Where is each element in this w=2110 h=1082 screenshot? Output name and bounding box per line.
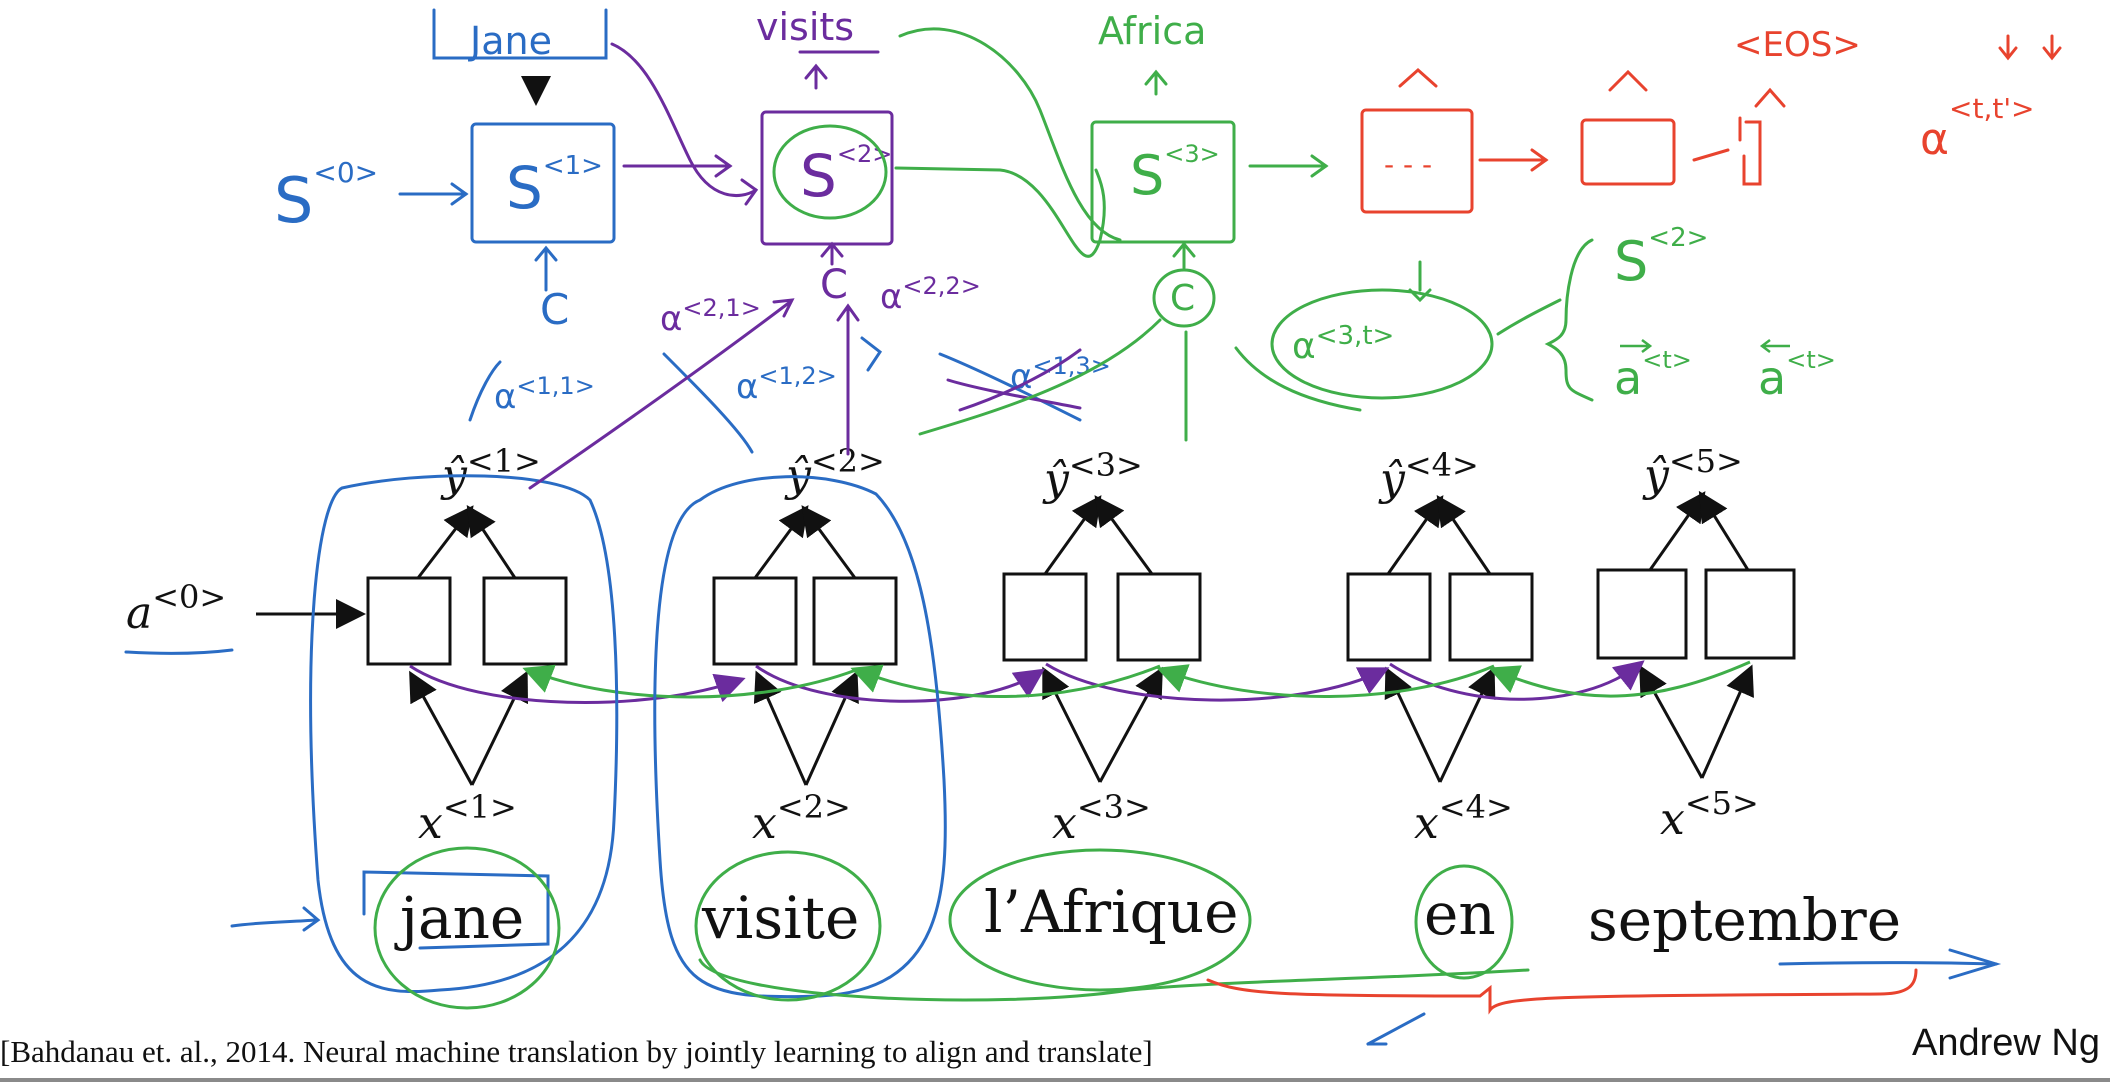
encoder-fwd-cell-1 — [366, 576, 452, 666]
x-label-3: x<3> — [1052, 788, 1151, 849]
encoder-network — [256, 490, 1796, 786]
input-word-2: visite — [701, 884, 859, 952]
encoder-bwd-cell-5 — [1704, 568, 1796, 660]
encoder-fwd-cell-2 — [712, 576, 798, 666]
s2-label: S<2> — [800, 140, 892, 210]
context-c-1: C — [540, 285, 569, 334]
x-label-2: x<2> — [752, 788, 851, 849]
green-annotations — [373, 27, 1594, 1010]
yhat-label-4: ŷ<4> — [1378, 446, 1479, 505]
output-word-eos: <EOS> — [1734, 25, 1861, 65]
alpha-2-2: α<2,2> — [880, 272, 981, 317]
a0-label: a<0> — [126, 578, 226, 639]
context-c-2: C — [820, 262, 848, 308]
input-word-4: en — [1424, 880, 1496, 948]
context-c-3: C — [1170, 278, 1195, 319]
citation-text: [Bahdanau et. al., 2014. Neural machine … — [0, 1034, 1153, 1069]
encoder-recurrent-links — [409, 660, 1751, 704]
note-s2: S<2> — [1614, 223, 1708, 293]
yhat-label-3: ŷ<3> — [1042, 446, 1143, 505]
blue-annotations — [124, 8, 2002, 1046]
input-word-5: septembre — [1588, 886, 1901, 954]
alpha-1-3: α<1,3> — [1010, 352, 1111, 397]
alpha-1-1: α<1,1> — [494, 372, 595, 417]
alpha-1-2: α<1,2> — [736, 362, 837, 407]
alpha-2-1: α<2,1> — [660, 294, 761, 339]
note-a-forward: a<t> — [1614, 346, 1692, 405]
output-word-visits: visits — [756, 5, 854, 49]
encoder-bwd-cell-1 — [482, 576, 568, 666]
yhat-label-5: ŷ<5> — [1642, 442, 1743, 501]
x-label-5: x<5> — [1660, 784, 1759, 845]
s0-label: S<0> — [274, 156, 378, 237]
x-label-4: x<4> — [1414, 788, 1513, 849]
x-label-1: x<1> — [418, 788, 517, 849]
s3-label: S<3> — [1130, 140, 1220, 207]
encoder-fwd-cell-4 — [1346, 572, 1432, 662]
encoder-bwd-cell-3 — [1116, 572, 1202, 662]
encoder-bwd-cell-2 — [812, 576, 898, 666]
input-word-1: jane — [394, 884, 524, 952]
encoder-bwd-cell-4 — [1448, 572, 1534, 662]
bottom-rule — [0, 1078, 2110, 1082]
red-annotations — [1206, 34, 2062, 1015]
purple-annotations — [528, 42, 1082, 490]
s1-label: S<1> — [506, 151, 603, 222]
output-word-africa: Africa — [1098, 9, 1206, 53]
dots-label: - - - — [1384, 148, 1432, 181]
note-a-backward: a<t> — [1758, 346, 1836, 405]
alpha-3-t: α<3,t> — [1292, 321, 1394, 367]
author-credit: Andrew Ng — [1912, 1022, 2100, 1064]
alpha-t-tprime: α<t,t'> — [1920, 92, 2035, 165]
yhat-label-1: ŷ<1> — [440, 442, 541, 501]
input-word-3: l’Afrique — [984, 878, 1238, 946]
encoder-fwd-cell-3 — [1002, 572, 1088, 662]
output-word-jane: Jane — [468, 19, 552, 63]
encoder-fwd-cell-5 — [1596, 568, 1688, 660]
